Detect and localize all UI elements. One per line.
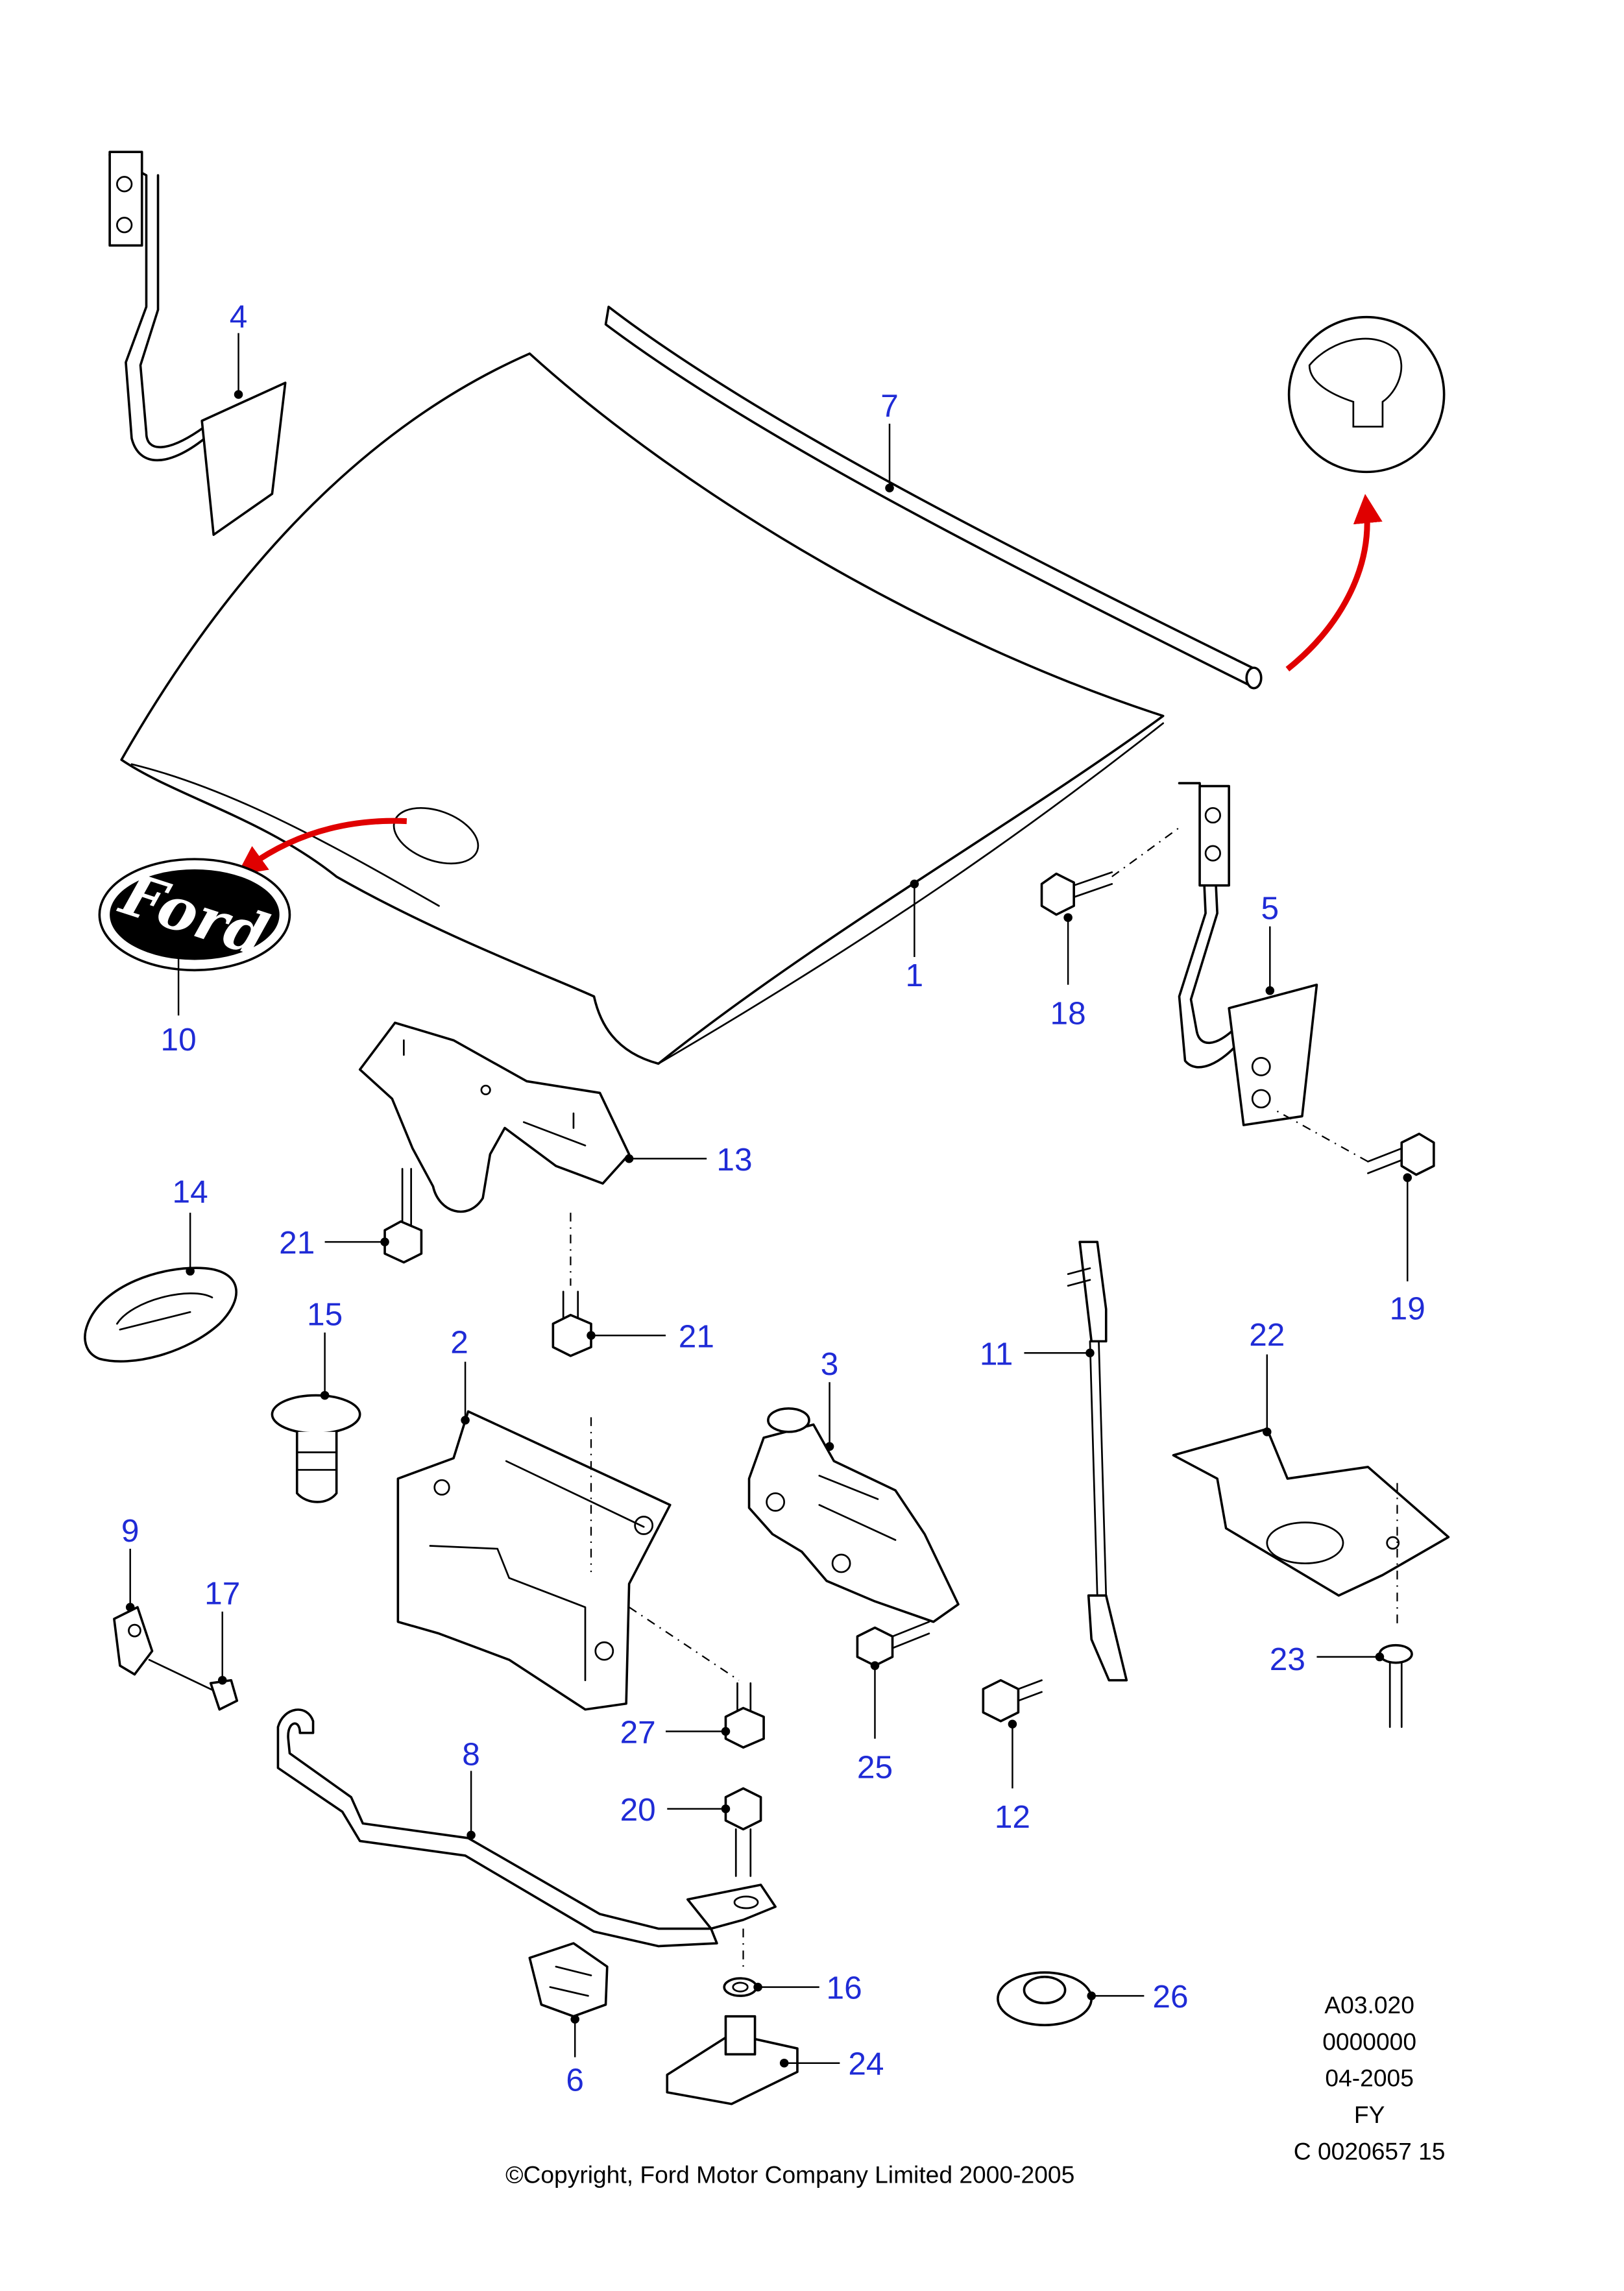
- svg-text:15: 15: [307, 1296, 343, 1333]
- svg-text:14: 14: [173, 1173, 208, 1209]
- push-clip: [271, 1394, 361, 1503]
- svg-text:20: 20: [620, 1791, 656, 1828]
- callout-13: 13: [624, 1141, 753, 1178]
- copyright-text: ©Copyright, Ford Motor Company Limited 2…: [505, 2161, 1074, 2188]
- svg-text:3: 3: [821, 1346, 839, 1382]
- callout-22: 22: [1249, 1316, 1285, 1436]
- reference-line-4: FY: [1354, 2101, 1385, 2128]
- svg-text:9: 9: [121, 1512, 139, 1549]
- red-arrow-seal-detail: [1285, 494, 1383, 672]
- callout-6: 6: [566, 2015, 584, 2098]
- bolt-20: [724, 1787, 762, 1877]
- callout-16: 16: [753, 1970, 862, 2006]
- latch-bracket: [358, 1021, 631, 1213]
- callout-24: 24: [779, 2046, 884, 2082]
- bolt-19: [1275, 1109, 1435, 1176]
- svg-text:23: 23: [1270, 1641, 1305, 1677]
- callout-18: 18: [1050, 913, 1086, 1032]
- reference-line-1: A03.020: [1324, 1991, 1414, 2018]
- rivet-23: [1378, 1643, 1413, 1728]
- svg-text:25: 25: [857, 1749, 893, 1786]
- ford-badge: Ford: [98, 858, 291, 972]
- svg-text:18: 18: [1050, 995, 1086, 1032]
- bolt-21-lower: [551, 1213, 592, 1357]
- callout-20: 20: [620, 1791, 731, 1828]
- red-arrow-logo: [237, 818, 407, 875]
- prop-holder: [148, 1658, 239, 1711]
- callout-21-lower: 21: [587, 1318, 714, 1354]
- callout-12: 12: [995, 1719, 1030, 1835]
- svg-text:22: 22: [1249, 1316, 1285, 1353]
- svg-text:4: 4: [230, 298, 248, 334]
- release-cable: [1067, 1241, 1128, 1682]
- svg-text:12: 12: [995, 1799, 1030, 1835]
- clip-6: [528, 1942, 609, 2018]
- callout-26: 26: [1087, 1978, 1189, 2015]
- callout-1: 1: [906, 879, 924, 993]
- callout-19: 19: [1390, 1173, 1425, 1326]
- svg-text:1: 1: [906, 957, 924, 993]
- svg-text:7: 7: [880, 387, 899, 424]
- bolt-12: [982, 1679, 1043, 1723]
- svg-text:27: 27: [620, 1714, 656, 1751]
- svg-text:17: 17: [204, 1575, 240, 1612]
- reference-line-3: 04-2005: [1325, 2065, 1414, 2092]
- bolt-25: [856, 1621, 930, 1667]
- speed-nut-24: [666, 2015, 799, 2105]
- reference-block: A03.020 0000000 04-2005 FY C 0020657 15: [1294, 1991, 1446, 2164]
- bolt-27: [724, 1682, 765, 1749]
- callout-15: 15: [307, 1296, 343, 1400]
- svg-text:21: 21: [679, 1318, 714, 1354]
- svg-text:10: 10: [161, 1021, 197, 1058]
- callout-27: 27: [620, 1714, 731, 1751]
- callout-23: 23: [1270, 1641, 1385, 1677]
- bolt-21-upper: [383, 1168, 423, 1264]
- reference-line-5: C 0020657 15: [1294, 2137, 1446, 2164]
- grommet-26: [997, 1971, 1093, 2026]
- washer-16: [723, 1977, 758, 1997]
- hinge-right: [1178, 782, 1318, 1126]
- hinge-left: [108, 151, 287, 537]
- rod-clip: [113, 1606, 154, 1676]
- svg-text:21: 21: [279, 1224, 315, 1261]
- svg-text:2: 2: [450, 1324, 468, 1360]
- svg-text:26: 26: [1152, 1978, 1188, 2015]
- svg-text:5: 5: [1261, 890, 1279, 926]
- reference-line-2: 0000000: [1322, 2028, 1416, 2055]
- callout-10: 10: [161, 948, 197, 1058]
- callout-8: 8: [462, 1736, 480, 1840]
- svg-text:11: 11: [980, 1335, 1013, 1372]
- callout-7: 7: [880, 387, 899, 492]
- svg-text:6: 6: [566, 2062, 584, 2098]
- svg-text:8: 8: [462, 1736, 480, 1772]
- lock-housing: [396, 1410, 740, 1711]
- hood-seal: [604, 306, 1263, 690]
- callout-14: 14: [173, 1173, 208, 1276]
- callout-5: 5: [1261, 890, 1279, 995]
- svg-text:13: 13: [716, 1141, 752, 1178]
- bolt-18: [1040, 825, 1183, 916]
- rod-mount: [686, 1884, 777, 1973]
- callout-17: 17: [204, 1575, 240, 1685]
- svg-text:16: 16: [827, 1970, 862, 2006]
- callout-3: 3: [821, 1346, 839, 1451]
- bonnet-guide: [84, 1267, 237, 1363]
- callout-21-upper: 21: [279, 1224, 389, 1261]
- callout-9: 9: [121, 1512, 139, 1612]
- seal-section-detail: [1287, 315, 1446, 474]
- svg-text:24: 24: [848, 2046, 884, 2082]
- prop-rod: [276, 1708, 718, 1948]
- support-bracket: [1172, 1427, 1450, 1625]
- callout-11: 11: [980, 1335, 1095, 1372]
- callout-4: 4: [230, 298, 248, 399]
- svg-text:19: 19: [1390, 1291, 1425, 1327]
- bonnet-latch: [747, 1407, 960, 1623]
- callout-2: 2: [450, 1324, 470, 1425]
- callout-25: 25: [857, 1661, 893, 1786]
- hood-panel: [120, 352, 1165, 1065]
